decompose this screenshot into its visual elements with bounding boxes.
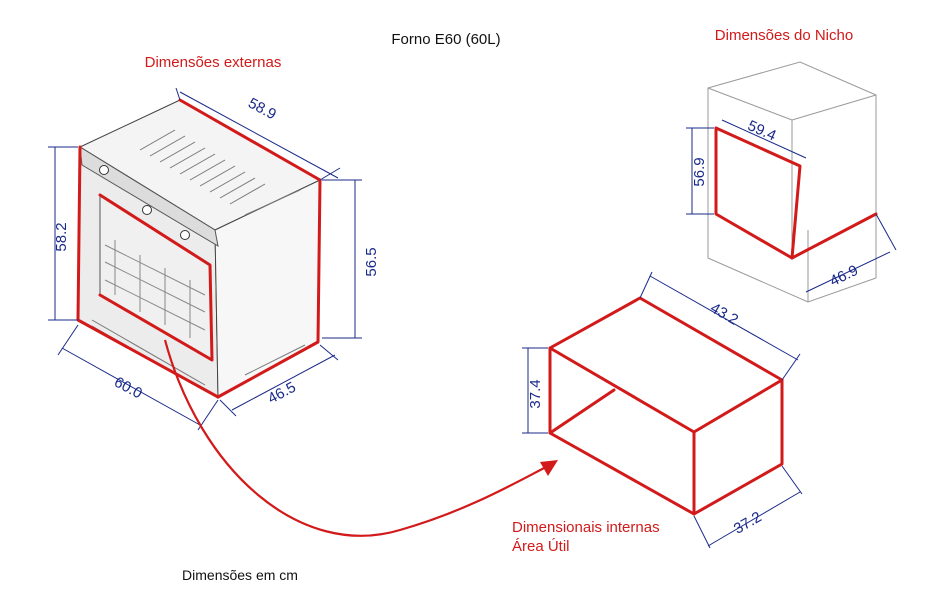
niche-dimension-lines (686, 119, 897, 293)
internal-box-front (548, 346, 696, 516)
knob-icon (99, 165, 109, 175)
niche-box-outline (707, 61, 877, 303)
oven-racks (104, 240, 206, 338)
label-niche: Dimensões do Nicho (715, 27, 853, 44)
connector-arrow (163, 339, 553, 537)
internal-box-inner-edge (548, 388, 616, 435)
dim-height-side: 56.5 (363, 247, 380, 276)
units-note: Dimensões em cm (182, 567, 298, 583)
internal-box-drawing (548, 296, 784, 516)
oven-outline-door (98, 193, 214, 362)
dim-depth-bottom: 46.5 (265, 379, 299, 408)
dim-niche-depth: 46.9 (827, 262, 861, 290)
knob-icon (180, 230, 190, 240)
top-vents (139, 129, 266, 205)
dim-depth-top: 58.9 (245, 95, 279, 124)
internal-dimension-lines (522, 271, 803, 549)
niche-depth-edge (790, 212, 878, 260)
arrow-head-icon (540, 460, 558, 476)
dim-niche-width: 59.4 (745, 117, 779, 144)
oven-outline-side (178, 98, 322, 399)
side-vents (244, 189, 306, 376)
dim-height-front: 58.2 (53, 222, 70, 251)
niche-drawing (707, 61, 878, 303)
label-external: Dimensões externas (145, 54, 282, 71)
internal-box-side (692, 378, 784, 516)
dim-internal-width: 37.2 (731, 508, 765, 537)
label-internal-line1: Dimensionais internas (512, 519, 660, 536)
oven-drawing (76, 98, 322, 399)
knob-icon (142, 205, 152, 215)
label-internal-line2: Área Útil (512, 538, 570, 555)
niche-opening-outline (714, 126, 802, 260)
dim-internal-height: 37.4 (527, 379, 544, 408)
internal-box-top (548, 296, 784, 434)
dim-width-front: 60.0 (111, 374, 145, 403)
dim-niche-height: 56.9 (691, 157, 708, 186)
diagram-title: Forno E60 (60L) (391, 31, 500, 48)
